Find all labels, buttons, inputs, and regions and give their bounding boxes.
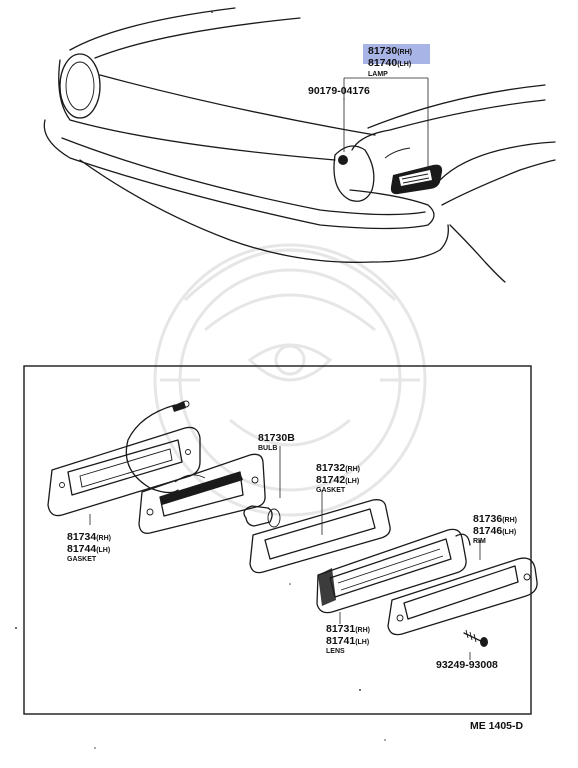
outer-gasket: [47, 426, 201, 517]
svg-text:81731(RH): 81731(RH): [326, 623, 370, 635]
small-screw: [463, 629, 488, 647]
lamp-housing: [138, 453, 266, 534]
scan-specks: [15, 11, 386, 749]
lens: [316, 528, 471, 614]
svg-text:LENS: LENS: [326, 648, 345, 655]
svg-text:81746(LH): 81746(LH): [473, 525, 516, 537]
svg-text:GASKET: GASKET: [67, 556, 97, 563]
bulb: [243, 505, 281, 528]
lamp-highlight: [363, 44, 430, 64]
rim: [387, 557, 538, 636]
callout-inner-gasket: 81732(RH) 81742(LH) GASKET: [316, 462, 360, 494]
svg-text:81730(RH): 81730(RH): [368, 45, 412, 57]
callout-outer-gasket: 81734(RH) 81744(LH) GASKET: [67, 531, 111, 563]
watermark-emblem: [153, 243, 427, 517]
inner-gasket: [249, 499, 391, 574]
svg-text:LAMP: LAMP: [368, 71, 388, 78]
callout-bulb: 81730B BULB: [258, 432, 295, 452]
svg-text:81734(RH): 81734(RH): [67, 531, 111, 543]
wire-harness: [125, 400, 190, 494]
callout-small-screw: 93249-93008: [436, 659, 498, 671]
detail-frame: [23, 365, 532, 715]
callout-lamp: 81730(RH) 81740(LH) LAMP: [363, 44, 430, 78]
svg-text:BULB: BULB: [258, 445, 277, 452]
diagram-code: ME 1405-D: [470, 720, 524, 732]
svg-text:GASKET: GASKET: [316, 487, 346, 494]
callout-rim: 81736(RH) 81746(LH) RIM: [473, 513, 517, 545]
svg-text:RIM: RIM: [473, 538, 486, 545]
svg-text:81732(RH): 81732(RH): [316, 462, 360, 474]
svg-text:81736(RH): 81736(RH): [473, 513, 517, 525]
svg-text:81730B: 81730B: [258, 432, 295, 444]
svg-text:81744(LH): 81744(LH): [67, 543, 110, 555]
svg-text:81742(LH): 81742(LH): [316, 474, 359, 486]
side-marker-lamp: [390, 164, 443, 195]
svg-text:81741(LH): 81741(LH): [326, 635, 369, 647]
callout-lens: 81731(RH) 81741(LH) LENS: [326, 623, 370, 655]
callout-screw-top: 90179-04176: [308, 85, 370, 97]
svg-text:81740(LH): 81740(LH): [368, 57, 411, 69]
car-front-illustration: [43, 7, 556, 283]
